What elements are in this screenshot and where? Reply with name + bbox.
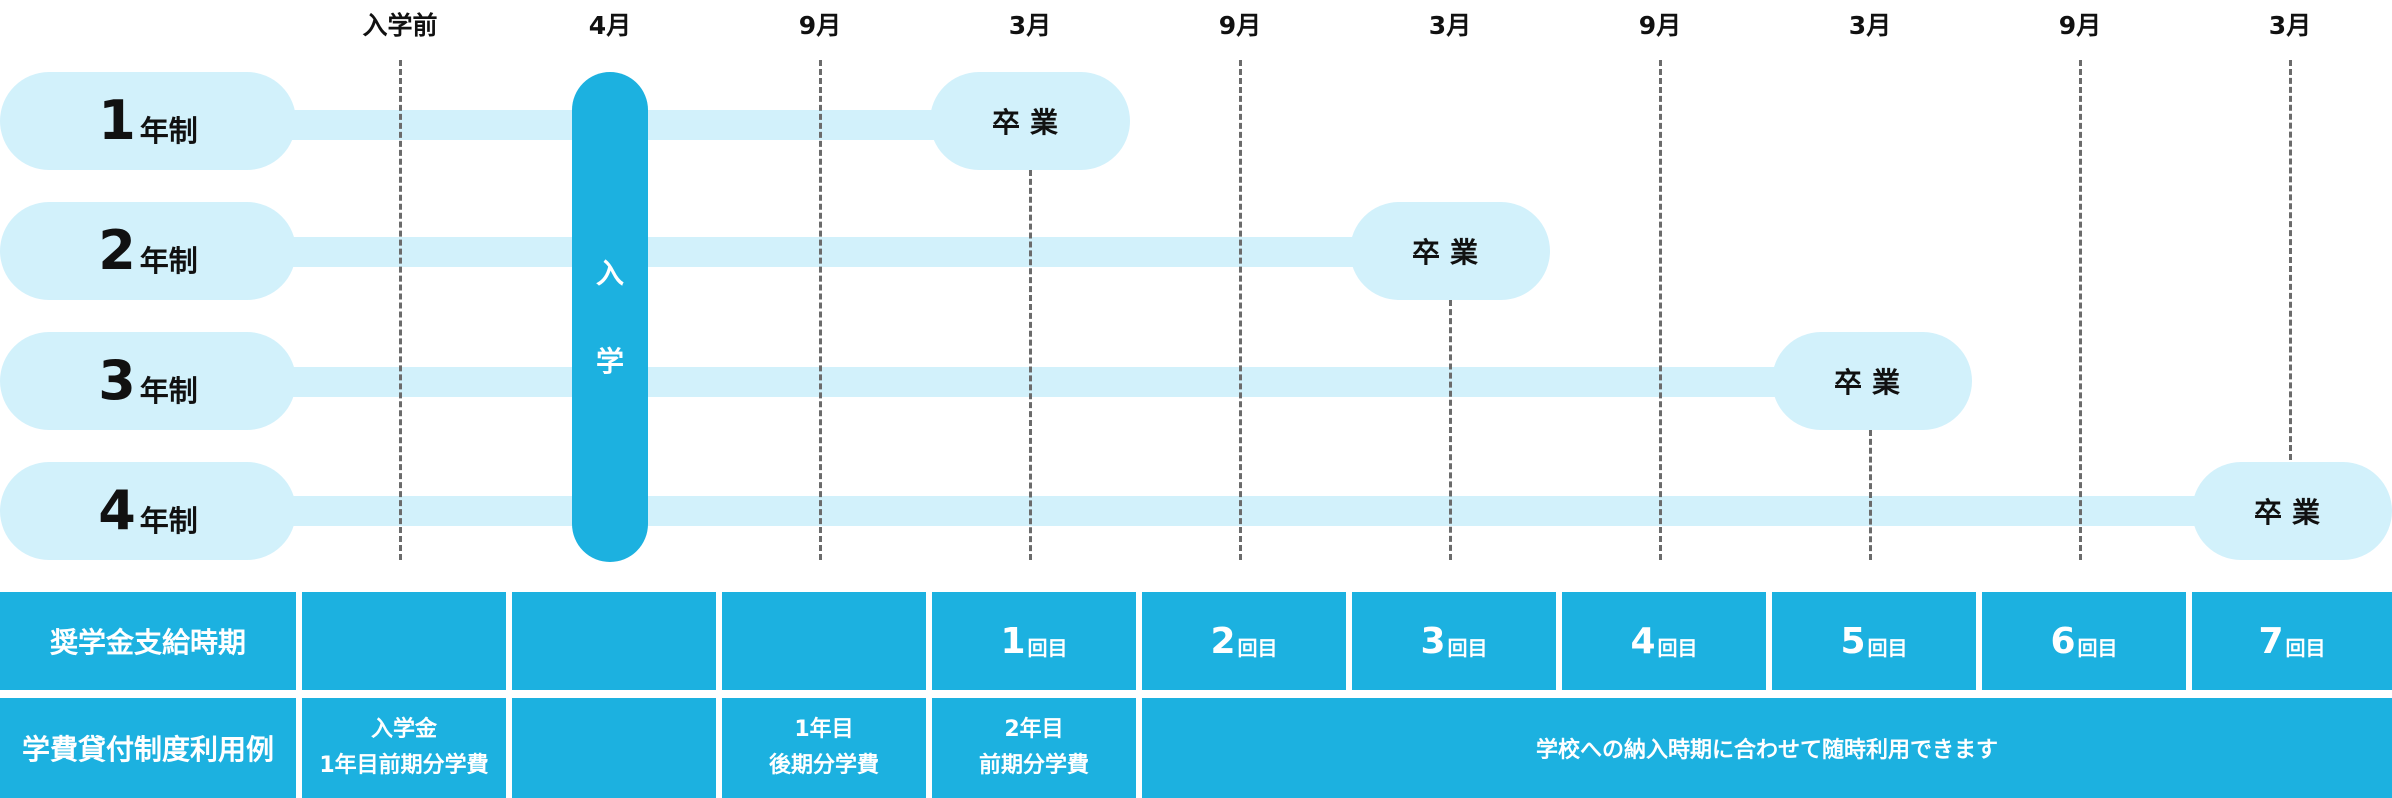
- loan-entry-line: 1年目: [794, 717, 854, 742]
- graduation-char: 業: [1450, 236, 1489, 269]
- payment-number: 4: [1630, 620, 1656, 662]
- program-label-1-year: 1 年制: [0, 72, 296, 170]
- program-unit: 年制: [139, 504, 198, 538]
- loan-entry-line: 2年目: [1004, 717, 1064, 742]
- timeline-marker: [1029, 170, 1032, 560]
- program-number: 3: [98, 349, 136, 412]
- payment-suffix: 回目: [1027, 635, 1068, 660]
- program-unit: 年制: [139, 244, 198, 278]
- timeline-marker: [819, 60, 822, 560]
- header-september-4: 9月: [2058, 11, 2102, 40]
- loan-note: 学校への納入時期に合わせて随時利用できます: [1142, 698, 2392, 798]
- payment-number: 3: [1420, 620, 1446, 662]
- program-bar-2: [200, 237, 1510, 267]
- header-april: 4月: [588, 11, 632, 40]
- payment-suffix: 回目: [1447, 635, 1488, 660]
- graduation-char: 卒: [991, 106, 1030, 139]
- timeline-marker: [2079, 60, 2082, 560]
- enrollment-char: 入: [595, 257, 624, 290]
- program-number: 4: [98, 479, 136, 542]
- graduation-char: 業: [2292, 496, 2331, 529]
- header-march-3: 3月: [1848, 11, 1892, 40]
- loan-cell-empty: [512, 698, 716, 798]
- program-bar-3: [200, 367, 1930, 397]
- loan-entry-before-enrollment: 入学金 1年目前期分学費: [302, 698, 506, 798]
- program-unit: 年制: [139, 114, 198, 148]
- loan-entry-march-1: 2年目 前期分学費: [932, 698, 1136, 798]
- graduation-pill-1-year: 卒業: [930, 72, 1130, 170]
- header-march-4: 3月: [2268, 11, 2312, 40]
- program-label-2-year: 2 年制: [0, 202, 296, 300]
- timeline-marker: [1869, 430, 1872, 560]
- graduation-pill-4-year: 卒業: [2192, 462, 2392, 560]
- graduation-char: 卒: [1833, 366, 1872, 399]
- loan-entry-line: 後期分学費: [768, 753, 879, 778]
- payment-suffix: 回目: [1657, 635, 1698, 660]
- payment-number: 5: [1840, 620, 1866, 662]
- payment-suffix: 回目: [1237, 635, 1278, 660]
- graduation-char: 卒: [2253, 496, 2292, 529]
- payment-number: 6: [2050, 620, 2076, 662]
- program-label-4-year: 4 年制: [0, 462, 296, 560]
- enrollment-char: 学: [595, 345, 624, 378]
- program-bar-4: [200, 496, 2340, 526]
- graduation-char: 卒: [1411, 236, 1450, 269]
- timeline-marker: [1449, 300, 1452, 560]
- program-number: 2: [98, 219, 136, 282]
- payment-number: 1: [1000, 620, 1026, 662]
- graduation-char: 業: [1030, 106, 1069, 139]
- graduation-char: 業: [1872, 366, 1911, 399]
- scholarship-row-label: 奨学金支給時期: [0, 592, 296, 690]
- payment-suffix: 回目: [2285, 635, 2326, 660]
- header-before-enrollment: 入学前: [362, 11, 438, 40]
- loan-entry-line: 前期分学費: [978, 753, 1089, 778]
- header-september-2: 9月: [1218, 11, 1262, 40]
- program-number: 1: [98, 89, 136, 152]
- timeline-marker: [1239, 60, 1242, 560]
- payment-number: 7: [2258, 620, 2284, 662]
- header-september-3: 9月: [1638, 11, 1682, 40]
- program-label-3-year: 3 年制: [0, 332, 296, 430]
- timeline-marker: [399, 60, 402, 560]
- header-september-1: 9月: [798, 11, 842, 40]
- program-unit: 年制: [139, 374, 198, 408]
- enrollment-bar: 入 学: [572, 72, 648, 562]
- loan-entry-september-1: 1年目 後期分学費: [722, 698, 926, 798]
- header-march-2: 3月: [1428, 11, 1472, 40]
- graduation-pill-2-year: 卒業: [1350, 202, 1550, 300]
- loan-row-label: 学費貸付制度利用例: [0, 698, 296, 798]
- payment-number: 2: [1210, 620, 1236, 662]
- scholarship-cell-empty: [722, 592, 926, 690]
- loan-entry-line: 1年目前期分学費: [319, 753, 489, 778]
- scholarship-cell-empty: [512, 592, 716, 690]
- scholarship-cell-empty: [302, 592, 506, 690]
- payment-suffix: 回目: [2077, 635, 2118, 660]
- loan-entry-line: 入学金: [370, 717, 437, 742]
- payment-suffix: 回目: [1867, 635, 1908, 660]
- graduation-pill-3-year: 卒業: [1772, 332, 1972, 430]
- timeline-marker: [1659, 60, 1662, 560]
- header-march-1: 3月: [1008, 11, 1052, 40]
- timeline-marker: [2289, 60, 2292, 460]
